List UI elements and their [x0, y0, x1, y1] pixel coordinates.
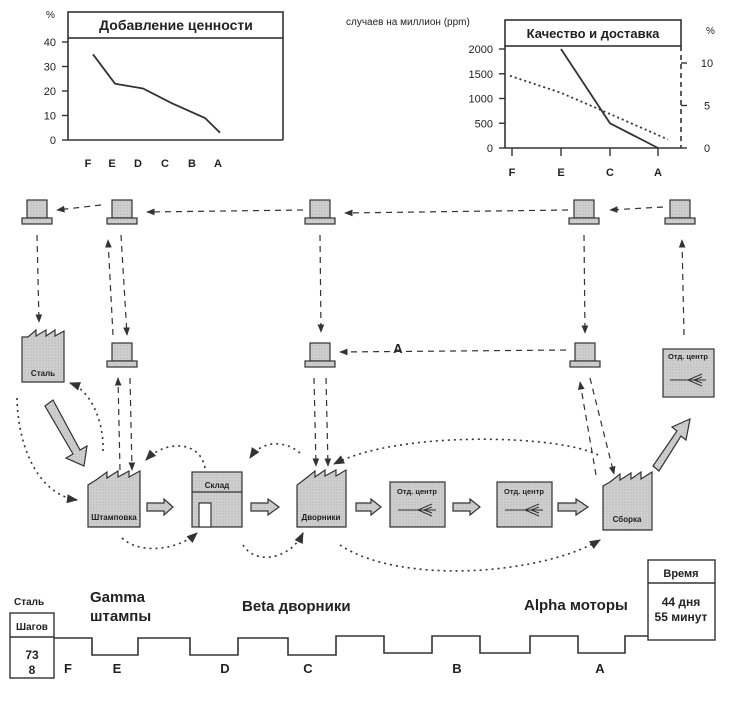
kanban-icon — [664, 199, 696, 225]
chart-right-y2-tick-label: 10 — [701, 58, 713, 70]
chart-quality-delivery: случаев на миллион (ppm) Качество и дост… — [346, 17, 715, 179]
steps-value-1: 73 — [25, 648, 39, 662]
chart-right-series-ppm — [560, 48, 659, 149]
chart-right-y2-tick-label: 0 — [704, 143, 710, 155]
process-doors: Дворники — [296, 468, 347, 528]
information-flows — [35, 204, 686, 476]
kanban-icon — [569, 342, 601, 368]
steps-steel-label: Сталь — [14, 597, 44, 608]
chart-left-series-line — [92, 53, 221, 134]
chart-right-title-box — [504, 19, 682, 47]
company-gamma-line1: Gamma — [90, 589, 146, 606]
chart-right-y-tick-label: 500 — [475, 118, 493, 130]
chart-left-title-box — [67, 11, 284, 39]
kanban-icon — [106, 342, 138, 368]
process-dc2: Отд. центр — [496, 481, 553, 528]
steps-label: Шагов — [16, 622, 48, 633]
chart-right-unit: % — [706, 26, 715, 37]
push-arrows — [44, 399, 691, 517]
chart-right-series-percent — [509, 74, 669, 141]
chart-left-x-tick-label: E — [108, 158, 115, 170]
timeline-letter: F — [64, 661, 72, 676]
chart-right-y-tick-label: 1500 — [469, 69, 493, 81]
kanban-icon — [304, 342, 336, 368]
chart-left-x-tick-label: A — [214, 158, 222, 170]
chart-right-y2-tick-label: 5 — [704, 101, 710, 113]
time-box: Время 44 дня 55 минут — [647, 559, 716, 641]
process-assembly: Сборка — [602, 470, 653, 531]
chart-left-y-tick-label: 30 — [44, 62, 56, 74]
kanban-icon — [106, 199, 138, 225]
process-dc-right: Отд. центр — [662, 348, 715, 398]
doors-label: Дворники — [302, 513, 341, 522]
steps-box: Сталь Шагов 73 8 — [9, 597, 55, 679]
timeline-letter: A — [595, 661, 605, 676]
company-gamma-line2: штампы — [90, 608, 151, 625]
stamping-label: Штамповка — [91, 513, 137, 522]
chart-right-x-tick-label: F — [509, 167, 516, 179]
steps-value-2: 8 — [29, 663, 36, 677]
timeline-letter: E — [113, 661, 122, 676]
kanban-icon — [304, 199, 336, 225]
info-flow-label-a: A — [393, 341, 403, 356]
chart-left-x-tick-label: C — [161, 158, 169, 170]
material-loops — [16, 382, 601, 572]
chart-right-x-tick-label: C — [606, 167, 614, 179]
chart-right-title: Качество и доставка — [527, 26, 661, 41]
timeline-letter: B — [452, 661, 461, 676]
chart-left-x-tick-label: F — [85, 158, 92, 170]
chart-left-unit: % — [46, 10, 55, 21]
chart-right-y-label: случаев на миллион (ppm) — [346, 17, 470, 28]
process-stamping: Штамповка — [87, 469, 141, 528]
dc1-label: Отд. центр — [397, 487, 437, 496]
dc-right-label: Отд. центр — [668, 352, 708, 361]
kanban-icon — [21, 199, 53, 225]
timeline-letter: D — [220, 661, 229, 676]
chart-left-y-tick-label: 10 — [44, 111, 56, 123]
kanban-icon — [568, 199, 600, 225]
chart-right-y-tick-label: 0 — [487, 143, 493, 155]
process-dc1: Отд. центр — [389, 481, 446, 528]
dc2-label: Отд. центр — [504, 487, 544, 496]
kanban-icons — [21, 199, 696, 368]
assembly-label: Сборка — [613, 515, 642, 524]
chart-left-x-tick-label: D — [134, 158, 142, 170]
process-warehouse: Склад — [191, 471, 243, 528]
timeline-line — [54, 635, 648, 656]
company-alpha: Alpha моторы — [524, 597, 628, 614]
chart-right-y-tick-label: 1000 — [469, 94, 493, 106]
chart-right-x-tick-label: A — [654, 167, 662, 179]
company-labels: Gamma штампы Beta дворники Alpha моторы — [90, 589, 628, 625]
process-steel: Сталь — [21, 328, 65, 383]
chart-left-x-tick-label: B — [188, 158, 196, 170]
chart-left-y-tick-label: 0 — [50, 135, 56, 147]
time-value-2: 55 минут — [655, 610, 708, 624]
time-label: Время — [663, 568, 698, 580]
chart-right-y-tick-label: 2000 — [469, 44, 493, 56]
timeline-letter: C — [303, 661, 313, 676]
chart-left-y-tick-label: 40 — [44, 37, 56, 49]
chart-value-added: % Добавление ценности 40 30 20 10 0 F E D C B A — [44, 10, 284, 170]
company-beta: Beta дворники — [242, 598, 351, 615]
chart-left-title: Добавление ценности — [99, 17, 253, 33]
warehouse-label: Склад — [205, 481, 230, 490]
chart-left-y-tick-label: 20 — [44, 86, 56, 98]
chart-right-x-tick-label: E — [557, 167, 564, 179]
steel-label: Сталь — [31, 369, 55, 378]
time-value-1: 44 дня — [662, 595, 701, 609]
